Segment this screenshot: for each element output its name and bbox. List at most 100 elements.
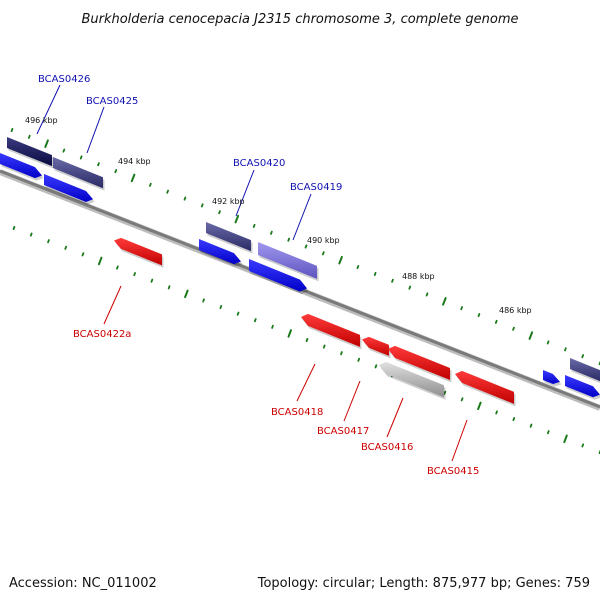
minor-tick [271, 324, 274, 329]
major-tick [563, 434, 568, 444]
gene-label-bcas0419[interactable]: BCAS0419 [290, 182, 342, 193]
minor-tick [81, 252, 85, 257]
minor-tick [149, 182, 152, 187]
leader-line [86, 106, 105, 154]
leader-line [296, 363, 316, 402]
gene-label-bcas0426[interactable]: BCAS0426 [38, 74, 90, 85]
gene-bcas0418-reverse [301, 313, 360, 347]
gene-bcas0420-cog [206, 222, 251, 252]
accession-text: Accession: NC_011002 [9, 576, 157, 591]
ruler-label: 488 kbp [402, 272, 435, 281]
forward-gene-labels: BCAS0426 BCAS0425 BCAS0420 BCAS0419 [38, 74, 342, 193]
minor-tick [183, 196, 187, 201]
major-tick [442, 297, 447, 306]
minor-tick [62, 148, 66, 153]
gene-label-bcas0416[interactable]: BCAS0416 [361, 442, 413, 453]
major-tick [234, 214, 240, 224]
minor-tick [391, 278, 394, 283]
minor-tick [425, 292, 429, 297]
minor-tick [304, 244, 308, 249]
minor-tick [581, 443, 585, 448]
gene-edge-forward [565, 375, 600, 398]
minor-tick [322, 344, 326, 349]
minor-tick [200, 203, 204, 208]
minor-tick [114, 169, 118, 174]
minor-tick [512, 326, 515, 331]
gene-pseudo-reverse [379, 361, 444, 398]
gene-bcas0416-reverse [388, 345, 450, 381]
minor-tick [564, 347, 567, 352]
gene-label-bcas0417[interactable]: BCAS0417 [317, 426, 369, 437]
minor-tick [116, 265, 119, 270]
leader-line [386, 397, 404, 438]
ruler-label: 486 kbp [499, 306, 532, 315]
ruler-ticks [10, 127, 600, 455]
minor-tick [374, 364, 378, 369]
gene-features [0, 137, 600, 407]
gene-bcas0419-forward [249, 259, 307, 292]
gene-bcas0426-cog [7, 137, 52, 167]
leader-line [36, 84, 61, 135]
ruler-label: 494 kbp [118, 157, 151, 166]
minor-tick [581, 354, 585, 359]
minor-tick [408, 285, 412, 290]
minor-tick [252, 223, 256, 228]
gene-bcas0420-forward [199, 239, 241, 265]
minor-tick [460, 306, 463, 311]
gene-label-bcas0422a[interactable]: BCAS0422a [73, 329, 131, 340]
minor-tick [64, 245, 68, 250]
minor-tick [29, 232, 33, 237]
gene-bcas0419-cog [258, 242, 317, 279]
minor-tick [477, 313, 481, 318]
minor-tick [270, 230, 273, 235]
minor-tick [27, 134, 31, 139]
minor-tick [356, 265, 360, 270]
gene-label-bcas0418[interactable]: BCAS0418 [271, 407, 323, 418]
minor-tick [253, 318, 257, 323]
minor-tick [10, 127, 14, 133]
leader-line [343, 380, 361, 422]
major-tick [528, 331, 534, 340]
minor-tick [12, 225, 16, 231]
ruler-label: 496 kbp [25, 116, 58, 125]
minor-tick [340, 351, 343, 356]
minor-tick [47, 239, 50, 244]
minor-tick [529, 423, 533, 428]
minor-tick [236, 311, 240, 316]
gene-label-bcas0420[interactable]: BCAS0420 [233, 158, 285, 169]
minor-tick [97, 162, 100, 167]
minor-tick [321, 251, 325, 256]
minor-tick [79, 155, 83, 160]
minor-tick [443, 390, 447, 395]
minor-tick [218, 210, 221, 215]
gene-bcas0415-reverse [455, 370, 514, 404]
major-tick [97, 256, 103, 266]
map-title: Burkholderia cenocepacia J2315 chromosom… [81, 12, 518, 27]
minor-tick [494, 319, 498, 324]
gene-bcas0425-forward [44, 174, 93, 202]
leader-line [235, 169, 255, 217]
gene-label-bcas0415[interactable]: BCAS0415 [427, 466, 479, 477]
minor-tick [167, 285, 171, 290]
minor-tick [495, 410, 498, 415]
minor-tick [202, 298, 205, 303]
major-tick [338, 255, 343, 265]
major-tick [44, 139, 49, 148]
minor-tick [219, 305, 223, 310]
label-leader-lines [36, 84, 468, 462]
minor-tick [373, 271, 377, 276]
gene-edge-cog [570, 358, 600, 382]
minor-tick [357, 357, 361, 362]
major-tick [477, 401, 482, 411]
major-tick [287, 329, 293, 338]
minor-tick [512, 417, 516, 422]
gene-label-bcas0425[interactable]: BCAS0425 [86, 96, 138, 107]
reverse-gene-labels: BCAS0422a BCAS0418 BCAS0417 BCAS0416 BCA… [73, 329, 479, 477]
gene-bcas0426-forward [0, 153, 42, 179]
leader-line [103, 285, 122, 325]
ruler-label: 490 kbp [307, 236, 340, 245]
minor-tick [133, 272, 136, 277]
genome-stats-text: Topology: circular; Length: 875,977 bp; … [257, 576, 590, 591]
leader-line [451, 419, 468, 462]
